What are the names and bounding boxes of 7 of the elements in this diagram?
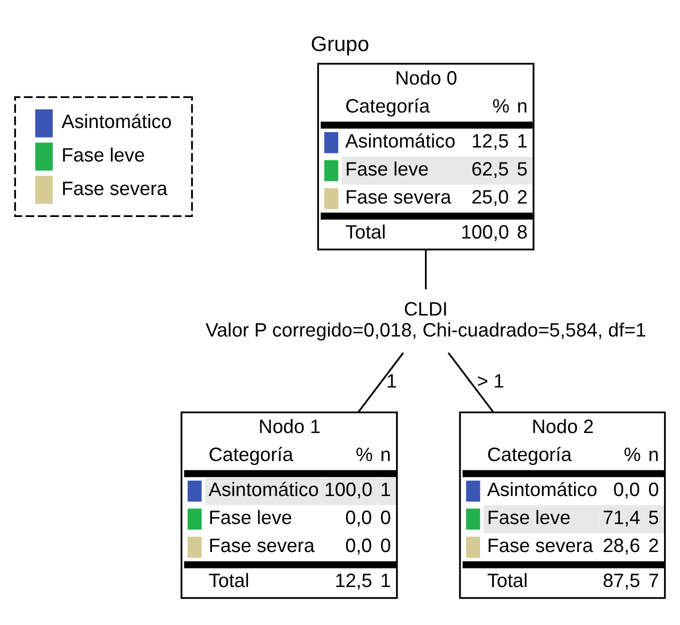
edge-label: > 1 [476, 371, 504, 392]
legend-label: Asintomático [62, 112, 172, 134]
legend-label: Fase severa [62, 178, 168, 200]
edge-label: 1 [386, 371, 398, 392]
legend-label: Fase leve [62, 146, 145, 167]
diagram-title: Grupo [310, 32, 370, 56]
node-text: CLDI Valor P corregido=0,018, Chi-cuadrado=5,584, df=1 [205, 300, 646, 342]
